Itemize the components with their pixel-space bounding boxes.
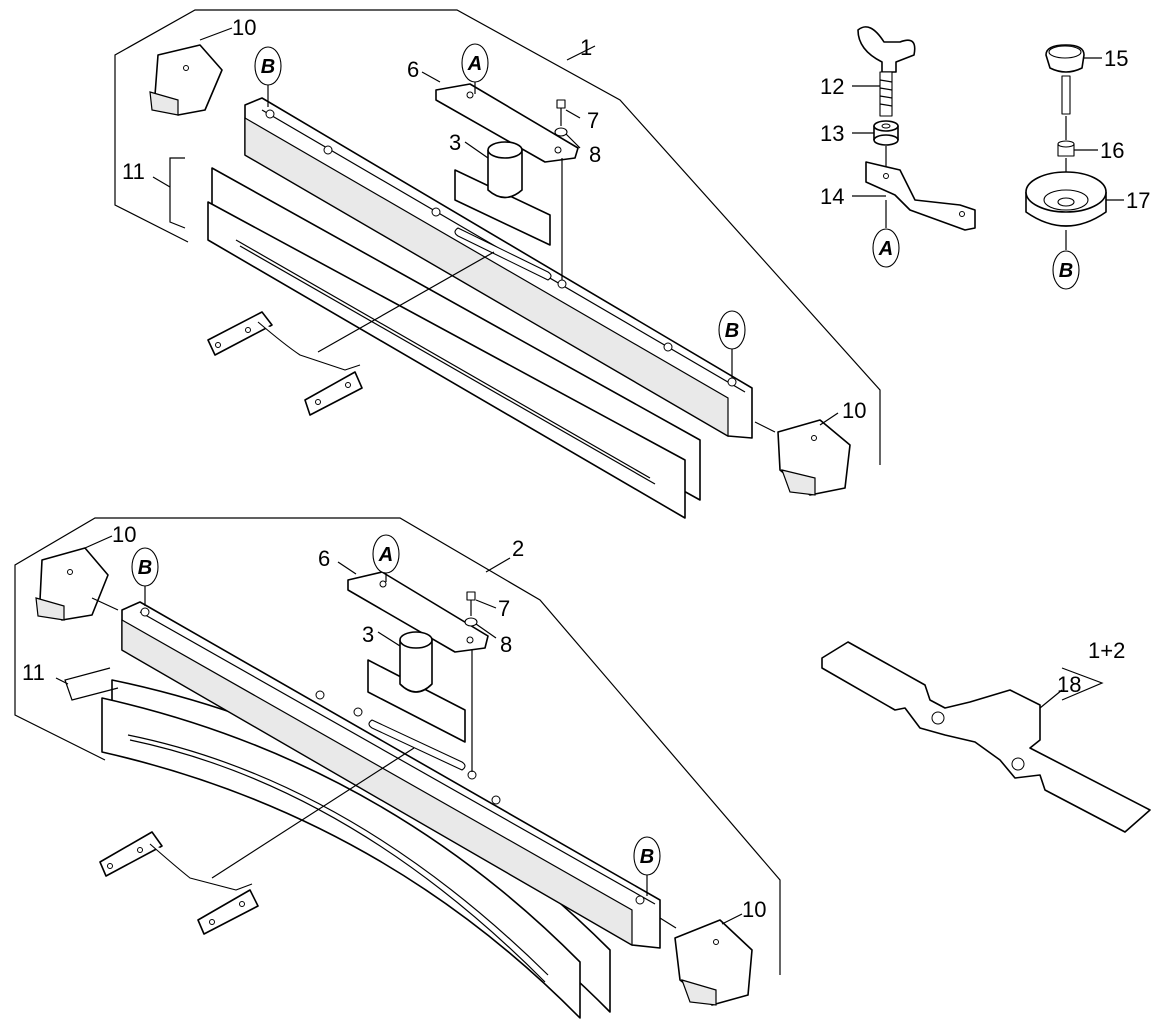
screw-7-bottom	[466, 591, 476, 616]
label-6-b: 6	[318, 546, 330, 571]
svg-text:B: B	[138, 557, 152, 579]
label-17: 17	[1126, 188, 1150, 213]
svg-text:B: B	[640, 846, 654, 868]
callout-B-1: B	[254, 46, 282, 107]
svg-text:B: B	[725, 320, 739, 342]
label-11-b: 11	[22, 660, 45, 685]
end-cap-10-right	[777, 419, 851, 496]
label-7-b: 7	[498, 596, 510, 621]
label-11-a: 11	[122, 159, 145, 184]
callout-A-3: A	[872, 228, 900, 268]
washer-8-bottom	[464, 617, 478, 627]
label-3-b: 3	[362, 622, 374, 647]
wing-bolt-12	[857, 26, 916, 117]
callout-B-2: B	[718, 310, 746, 378]
svg-text:A: A	[878, 238, 893, 260]
label-1: 1	[580, 35, 592, 60]
label-3-a: 3	[449, 130, 461, 155]
mounting-plate-6-top	[435, 83, 579, 163]
callout-A-1: A	[461, 43, 489, 94]
end-cap-10-left-2	[35, 547, 109, 621]
washer-8-top	[554, 127, 568, 137]
nut-16	[1057, 140, 1075, 157]
label-13: 13	[820, 121, 844, 146]
label-1plus2: 1+2	[1088, 638, 1125, 663]
assembly-1-group: B A B 1 10 6 7 8 3 11 10	[114, 9, 881, 519]
pipe-holder-3-bottom	[367, 631, 466, 743]
clamp-bracket-bottom	[99, 831, 259, 935]
label-15: 15	[1104, 46, 1128, 71]
assembly-1-boundary	[114, 9, 881, 465]
label-7-a: 7	[587, 108, 599, 133]
pipe-holder-3-top	[454, 141, 551, 246]
label-12: 12	[820, 74, 844, 99]
label-10-b: 10	[842, 398, 866, 423]
svg-text:B: B	[1059, 260, 1073, 282]
callout-B-3: B	[131, 547, 159, 606]
label-2: 2	[512, 536, 524, 561]
screw-7-top	[556, 99, 566, 126]
end-cap-10-right-2	[674, 919, 753, 1006]
round-base-17	[1025, 171, 1107, 227]
callout-B-5: B	[1052, 250, 1080, 290]
label-10-a: 10	[232, 15, 256, 40]
end-cap-10-left	[149, 44, 223, 116]
plate-14	[865, 161, 976, 231]
curved-strip-11-lower	[101, 697, 581, 1019]
label-6-a: 6	[407, 57, 419, 82]
hardware-group: A B 12 13 14 15	[820, 26, 1150, 290]
spacer-13	[873, 120, 899, 146]
slide-strip-11-lower	[207, 201, 686, 519]
label-10-d: 10	[742, 897, 766, 922]
svg-text:A: A	[378, 544, 393, 566]
clamp-bracket-top	[207, 311, 363, 416]
label-8-a: 8	[589, 142, 601, 167]
label-18: 18	[1057, 672, 1081, 697]
svg-text:B: B	[261, 56, 275, 78]
assembly-2-group: B A B 2 10 6 7 8 3 11 10	[14, 517, 781, 1019]
svg-text:A: A	[467, 53, 482, 75]
label-10-c: 10	[112, 522, 136, 547]
label-16: 16	[1100, 138, 1124, 163]
template-plate-18	[821, 641, 1151, 833]
template-plate-18-group: 1+2 18	[821, 638, 1151, 833]
callout-A-2: A	[372, 534, 400, 582]
label-8-b: 8	[500, 632, 512, 657]
callout-B-4: B	[633, 836, 661, 896]
knob-bolt-15	[1045, 44, 1085, 115]
assembly-2-boundary	[14, 517, 781, 975]
label-14: 14	[820, 184, 844, 209]
